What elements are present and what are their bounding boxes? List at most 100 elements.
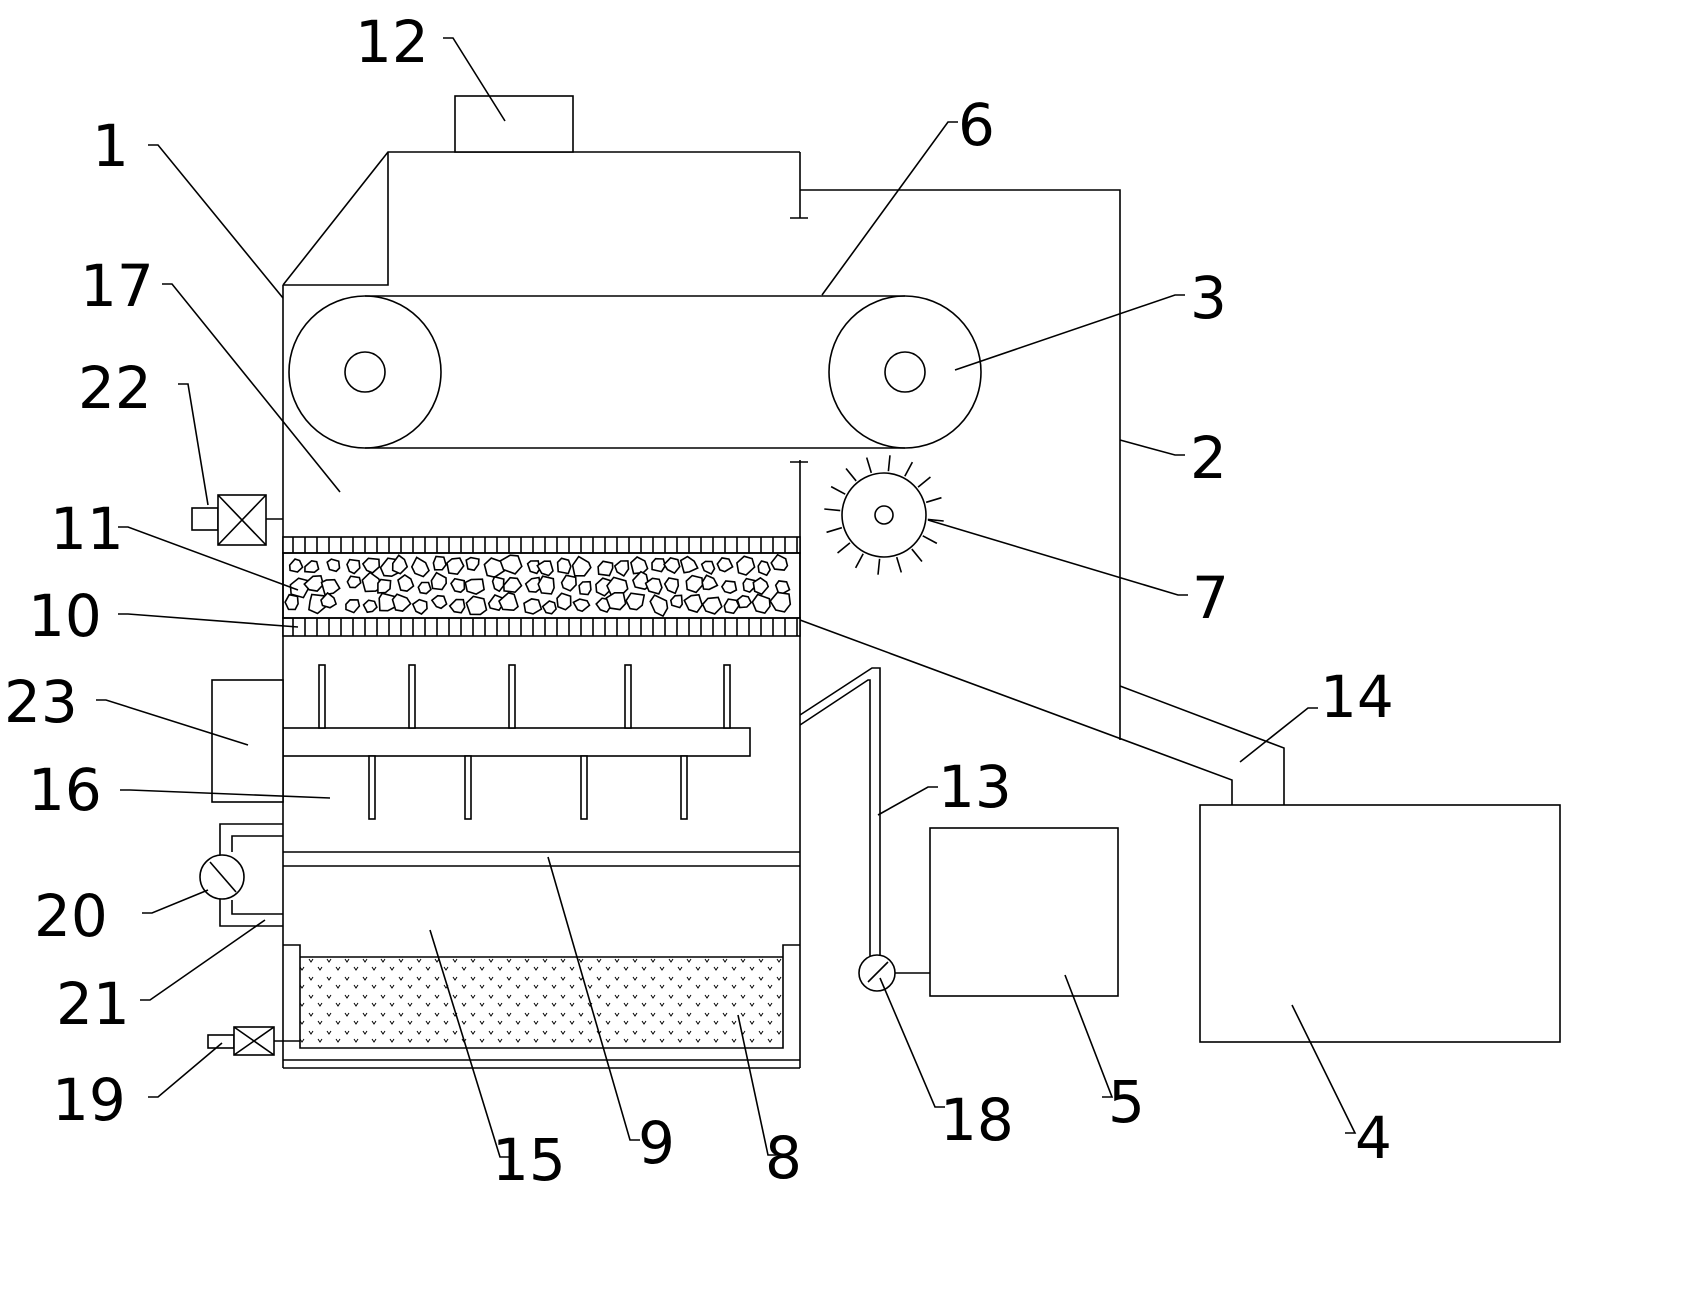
filter-stone — [663, 557, 681, 575]
label-10: 10 — [28, 582, 102, 650]
label-6: 6 — [958, 91, 995, 159]
filter-stone — [346, 558, 361, 575]
filter-stone — [541, 600, 557, 615]
filter-stone — [491, 575, 505, 593]
filter-stone — [430, 571, 448, 591]
bristle — [911, 548, 923, 562]
filter-stone — [465, 595, 488, 616]
motor-box-23 — [211, 679, 284, 803]
label-13: 13 — [938, 753, 1012, 821]
filter-stone — [430, 594, 448, 610]
filter-stone — [556, 557, 572, 575]
label-2: 2 — [1190, 424, 1227, 492]
bristle — [927, 518, 944, 522]
filter-stone — [464, 578, 485, 595]
bristle — [830, 485, 846, 495]
filter-stone — [752, 576, 770, 596]
filter-stone — [524, 576, 542, 593]
bristle — [826, 526, 843, 534]
filter-stone — [526, 560, 541, 575]
filter-stone — [450, 577, 466, 594]
filter-stone — [720, 580, 738, 594]
filter-stone — [417, 581, 432, 595]
filter-stone — [605, 591, 627, 611]
stirrer-blade-upper — [723, 664, 731, 729]
bristle — [837, 542, 851, 554]
filter-stone — [446, 557, 465, 576]
filter-stone — [701, 574, 719, 591]
partition-9 — [283, 851, 800, 867]
stirrer-blade-lower — [680, 755, 688, 820]
filter-stone — [630, 556, 649, 575]
stirrer-blade-upper — [408, 664, 416, 729]
label-17: 17 — [80, 252, 154, 320]
label-12: 12 — [355, 8, 429, 76]
filter-stone — [391, 593, 412, 612]
stirrer-blade-upper — [624, 664, 632, 729]
filter-stone — [578, 580, 592, 596]
filter-stone — [304, 559, 320, 574]
filter-stone — [723, 598, 740, 615]
filter-stone — [701, 596, 723, 615]
bristle — [904, 461, 914, 477]
filter-stone — [649, 594, 669, 618]
label-4: 4 — [1355, 1104, 1392, 1172]
filter-stone — [700, 560, 716, 576]
stirrer-16 — [282, 664, 751, 820]
filter-stone — [303, 574, 325, 592]
pipe-14 — [799, 619, 1285, 805]
label-23: 23 — [4, 668, 78, 736]
brush-roller-7 — [824, 455, 944, 575]
filter-stone — [284, 593, 299, 611]
diagram-canvas: 1 2 3 4 5 6 7 8 9 10 11 12 13 14 15 16 1… — [4, 8, 1561, 1187]
filter-stone — [361, 557, 381, 574]
filter-stone — [736, 555, 756, 576]
bristle — [877, 558, 881, 575]
filter-stone — [625, 592, 646, 611]
label-15: 15 — [492, 1126, 566, 1187]
filter-stone — [769, 591, 792, 613]
filter-stone — [326, 558, 341, 573]
part-labels: 1 2 3 4 5 6 7 8 9 10 11 12 13 14 15 16 1… — [4, 8, 1394, 1187]
filter-stone — [613, 560, 630, 577]
label-11: 11 — [50, 495, 124, 563]
collection-box-4 — [1199, 804, 1561, 1043]
pump-20 — [199, 823, 283, 927]
stirrer-blade-upper — [508, 664, 516, 729]
belt-pulley-assembly — [288, 295, 982, 449]
bristle — [854, 553, 864, 569]
filter-stone — [679, 555, 699, 574]
filter-stone — [523, 598, 543, 615]
valve-22 — [191, 494, 283, 546]
filter-stone — [536, 560, 554, 577]
filter-stone — [669, 594, 684, 609]
side-casing-2 — [800, 189, 1121, 740]
bristle — [925, 496, 942, 504]
filter-stone — [683, 593, 704, 614]
water-tank-8 — [283, 944, 800, 1049]
filter-stone — [411, 598, 428, 615]
label-20: 20 — [34, 882, 108, 950]
filter-stone — [498, 591, 519, 612]
filter-stone — [685, 574, 704, 594]
stirrer-blade-lower — [368, 755, 376, 820]
stirrer-blade-lower — [464, 755, 472, 820]
pump-18 — [858, 954, 930, 992]
filter-stone — [346, 575, 362, 589]
machine-diagram: 1 2 3 4 5 6 7 8 9 10 11 12 13 14 15 16 1… — [4, 8, 1561, 1187]
label-1: 1 — [92, 112, 129, 180]
filter-stone — [320, 578, 341, 596]
filter-stone — [751, 593, 771, 615]
valve-19 — [207, 1026, 300, 1056]
filter-stone — [432, 555, 447, 571]
filter-stone — [644, 577, 663, 595]
label-18: 18 — [940, 1086, 1014, 1154]
filter-stone — [362, 599, 378, 614]
label-16: 16 — [28, 756, 102, 824]
tank-5 — [929, 827, 1119, 997]
label-7: 7 — [1192, 564, 1229, 632]
filter-stone — [572, 598, 591, 613]
label-14: 14 — [1320, 663, 1394, 731]
filter-stone — [502, 576, 523, 594]
filter-stone — [288, 558, 304, 573]
